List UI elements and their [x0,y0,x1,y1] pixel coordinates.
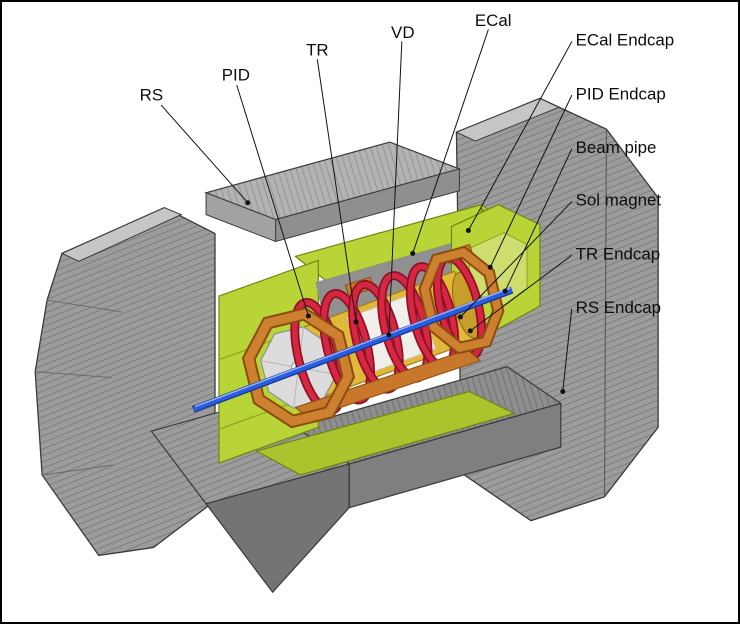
callout-rs: RS [140,85,251,206]
rs-endcap-left-shape [34,206,216,557]
beam-pipe-shape [191,286,514,413]
label-tr-endcap: TR Endcap [576,244,660,263]
callout-tr: TR [306,41,359,325]
callout-pid: PID [222,65,311,319]
label-ecal: ECal [475,11,512,30]
callout-rs-endcap: RS Endcap [560,298,661,394]
label-tr: TR [306,41,329,60]
callouts: RS PID TR VD ECal ECal Endcap [140,11,674,394]
label-rs: RS [140,85,163,104]
pid-endcap-frame-left-shape [241,307,355,429]
label-beam-pipe: Beam pipe [576,138,657,157]
callout-ecal-endcap: ECal Endcap [465,31,675,234]
callout-sol-magnet: Sol magnet [457,191,662,320]
label-ecal-endcap: ECal Endcap [576,31,675,50]
callout-beam-pipe: Beam pipe [502,138,657,294]
label-sol-magnet: Sol magnet [576,191,662,210]
label-rs-endcap: RS Endcap [576,298,661,317]
callout-tr-endcap: TR Endcap [467,244,660,334]
label-pid-endcap: PID Endcap [576,84,666,103]
label-pid: PID [222,65,250,84]
tr-endcap-frame-right-shape [418,245,505,355]
callout-vd: VD [386,23,415,338]
callout-pid-endcap: PID Endcap [487,84,666,270]
callout-ecal: ECal [410,11,511,256]
label-vd: VD [391,23,414,42]
